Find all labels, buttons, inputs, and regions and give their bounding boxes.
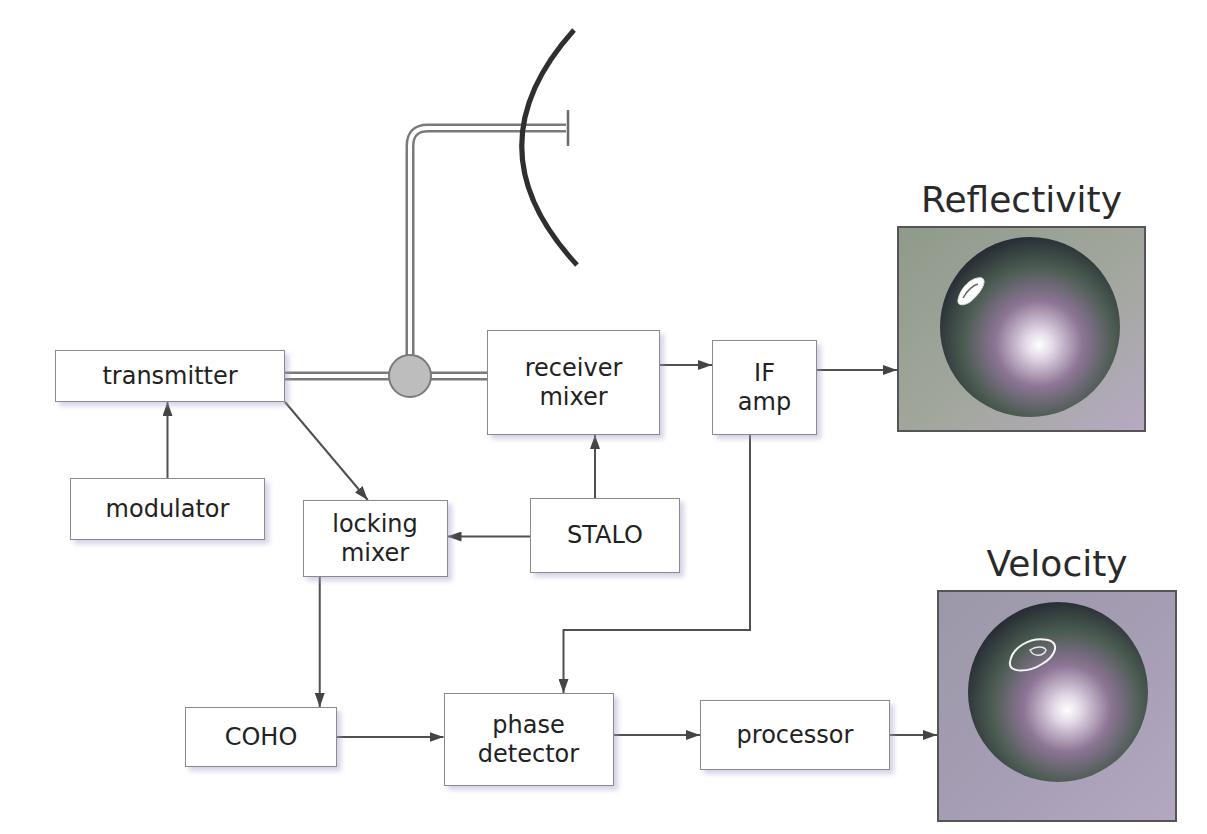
waveguide-wall: [285, 372, 487, 381]
node-label: transmitter: [102, 362, 237, 391]
signal-line: [614, 734, 701, 736]
echo-mark: [958, 278, 984, 305]
display-scope: [968, 602, 1148, 782]
signal-line: [337, 736, 444, 738]
signal-arrow: [448, 536, 531, 537]
signal-arrow: [595, 435, 596, 498]
reflectivity-display: Reflectivity: [897, 226, 1146, 432]
display-title: Reflectivity: [921, 178, 1122, 221]
signal-arrow: [319, 577, 320, 707]
modulator-box: modulator: [70, 478, 265, 540]
mixer-box: receiver mixer: [487, 330, 660, 435]
waveguide-bore: [285, 374, 487, 378]
echo-outline: [1010, 639, 1055, 670]
waveguide: [285, 376, 487, 377]
signal-arrow: [660, 365, 712, 366]
oscillator-box: COHO: [185, 707, 337, 767]
waveguide: [410, 128, 566, 356]
signal-arrow: [337, 737, 444, 738]
detector-box: phase detector: [444, 693, 614, 786]
signal-arrow: [890, 735, 937, 736]
signal-line: [660, 364, 712, 366]
node-label: locking mixer: [313, 510, 438, 568]
node-label: phase detector: [454, 711, 604, 769]
signal-line: [167, 402, 169, 478]
amplifier-box: IF amp: [712, 340, 817, 435]
display-ground: [937, 590, 1177, 822]
transmitter-box: transmitter: [55, 350, 285, 402]
node-label: modulator: [106, 495, 230, 524]
signal-arrow: [285, 402, 368, 500]
dish-reflector: [522, 30, 577, 265]
processor-box: processor: [700, 700, 890, 770]
node-label: receiver mixer: [499, 354, 649, 412]
circulator: [389, 355, 431, 397]
node-label: processor: [737, 721, 854, 750]
node-label: IF amp: [734, 359, 796, 417]
node-label: COHO: [225, 723, 298, 752]
velocity-display: Velocity: [937, 590, 1177, 822]
signal-arrow: [614, 735, 701, 736]
node-label: STALO: [567, 521, 643, 550]
signal-line: [890, 734, 937, 736]
echo-mark: [963, 284, 978, 298]
display-title: Velocity: [986, 542, 1127, 585]
echo-outline: [1030, 647, 1046, 655]
signal-line: [448, 536, 531, 538]
display-ground: [897, 226, 1146, 432]
display-scope: [940, 237, 1120, 417]
signal-arrow: [167, 402, 168, 478]
mixer-box: locking mixer: [303, 500, 448, 577]
signal-arrow: [817, 370, 897, 371]
signal-line: [594, 435, 596, 498]
oscillator-box: STALO: [530, 498, 680, 573]
signal-line: [319, 577, 321, 707]
signal-line: [817, 369, 897, 371]
waveguide: [410, 128, 566, 356]
signal-line: [285, 402, 368, 500]
antenna-feed: [567, 110, 570, 146]
